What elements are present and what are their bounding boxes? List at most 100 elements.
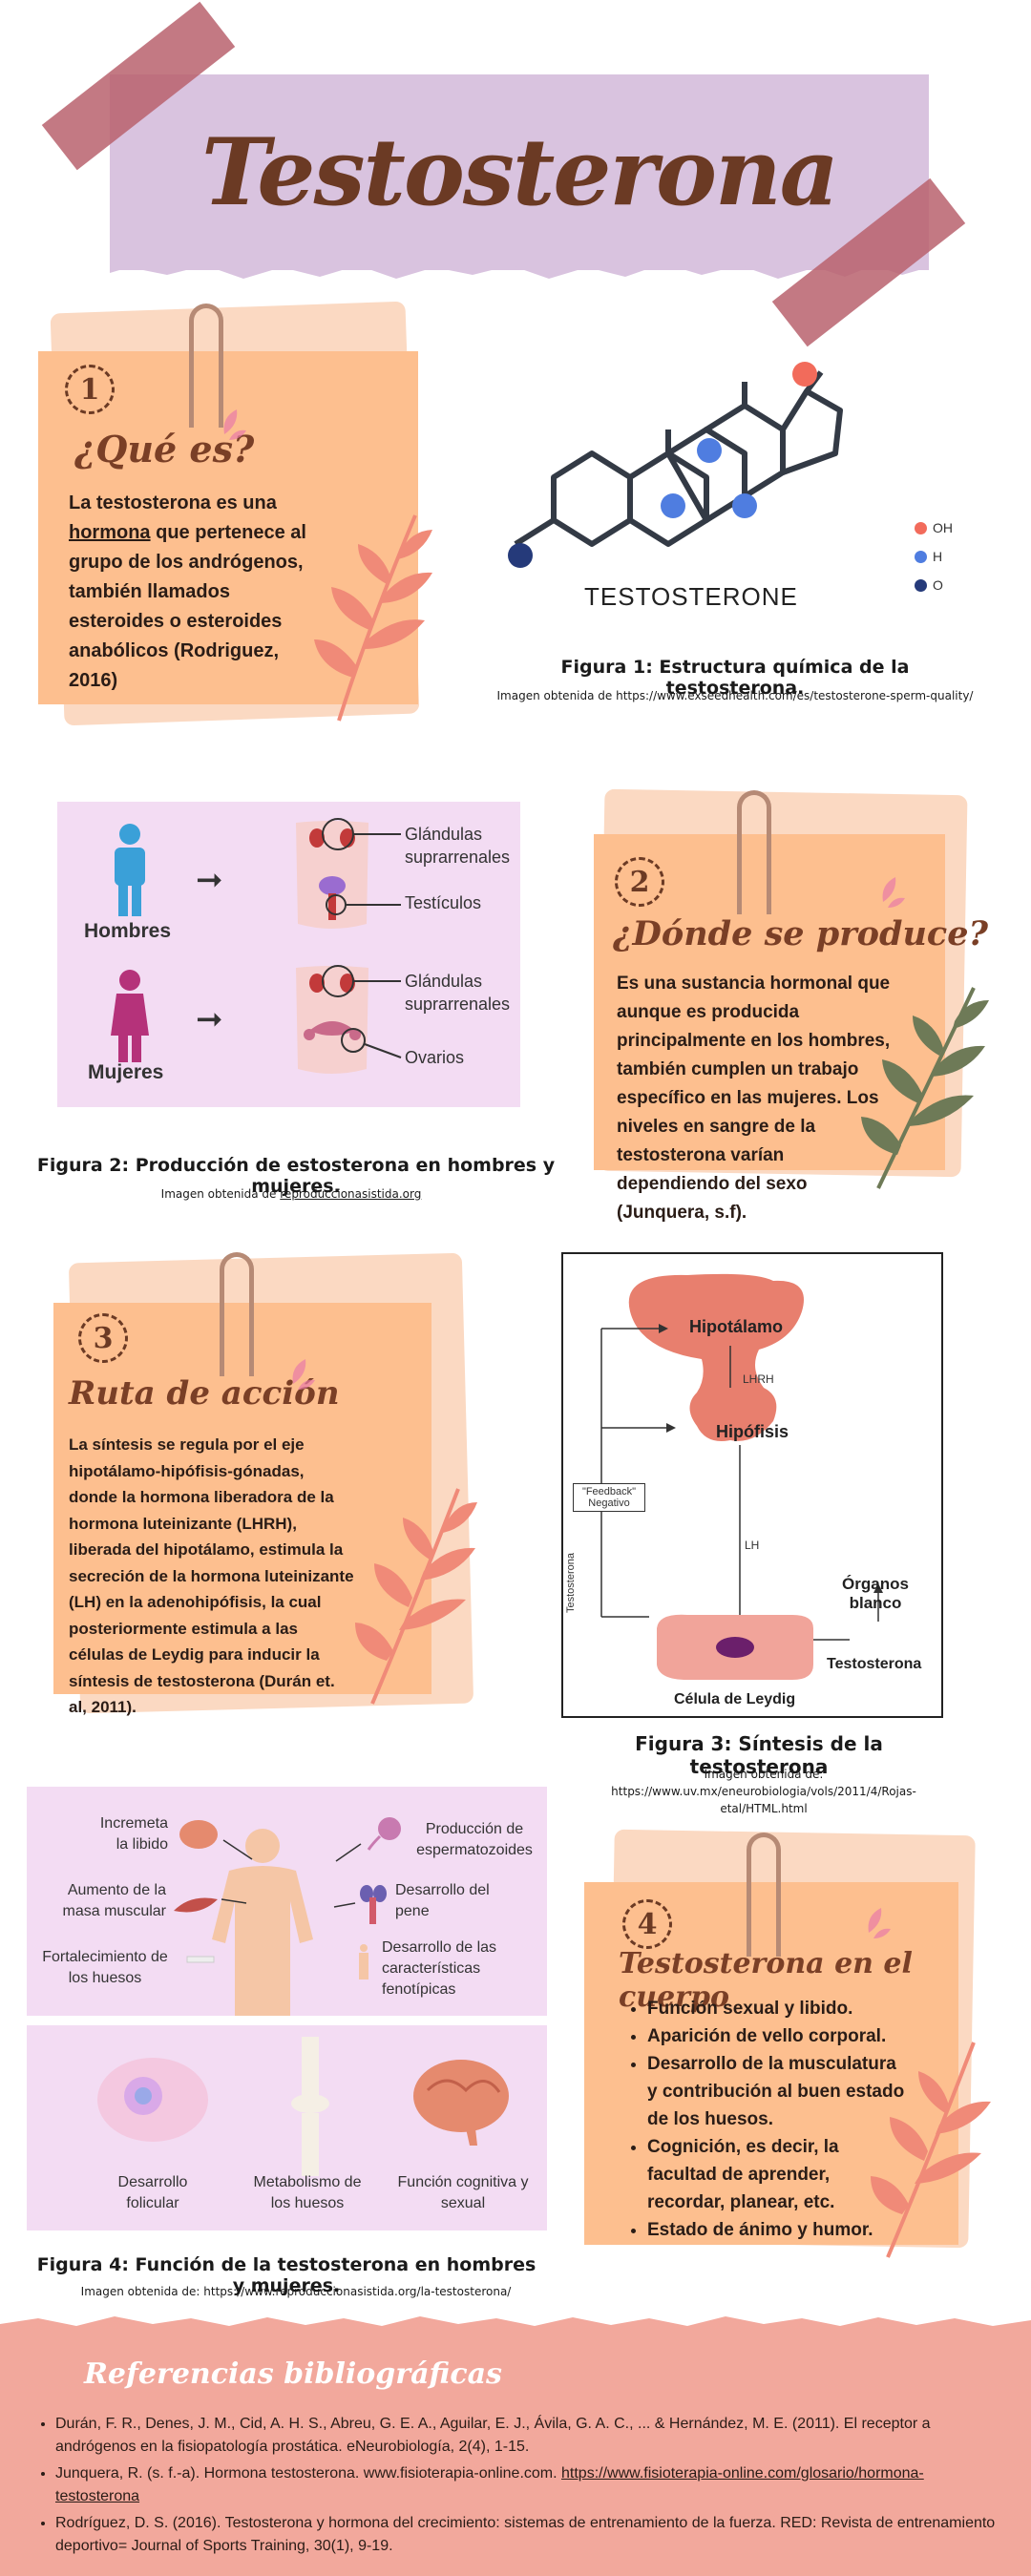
figure2-source-pre: Imagen obtenida de [160, 1187, 277, 1201]
references-heading: Referencias bibliográficas [84, 2357, 502, 2391]
hormona-link[interactable]: hormona [69, 522, 151, 543]
hydroxyl-group-icon [792, 362, 817, 387]
title-banner [110, 74, 929, 270]
section1-number: 1 [65, 365, 115, 414]
testosterone-molecule-diagram [508, 362, 843, 568]
reference-item: Durán, F. R., Denes, J. M., Cid, A. H. S… [55, 2413, 999, 2459]
lh-label: LH [745, 1539, 760, 1552]
section2-body: Es una sustancia hormonal que aunque es … [617, 974, 891, 1223]
list-item: Estado de ánimo y humor. [647, 2216, 907, 2244]
body-figure-icon [359, 1944, 368, 1979]
arrow-icons [221, 1839, 362, 1908]
hypothalamus-pituitary-diagram [600, 1273, 883, 1680]
testosterone-vertical-label: Testosterona [565, 1553, 577, 1613]
list-item: Desarrollo de la musculatura y contribuc… [647, 2050, 907, 2133]
paper-clip-icon [220, 1252, 254, 1376]
hydrogen-atom-icon [732, 493, 757, 518]
fern-leaf-icon [355, 1488, 477, 1705]
men-label: Hombres [84, 920, 172, 942]
legend-o-dot [915, 578, 927, 592]
women-gland2-label: Ovarios [405, 1048, 465, 1067]
man-icon [115, 824, 145, 916]
molecule-label: TESTOSTERONE [584, 582, 798, 611]
figure3-caption: Figura 3: Síntesis de la testosterona [635, 1732, 883, 1778]
figure3-source: Imagen obtenida de: https://www.uv.mx/en… [611, 1768, 916, 1815]
molecule-legend: OH H O [915, 520, 953, 593]
section2-number: 2 [615, 857, 664, 907]
libido-label: Incremeta la libido [99, 1815, 168, 1853]
women-label: Mujeres [88, 1061, 164, 1083]
figure2-source-link[interactable]: reproduccionasistida.org [280, 1187, 422, 1201]
figure4-source: Imagen obtenida de: https://www.reproduc… [80, 2285, 512, 2298]
section4-heading: Testosterona en el cuerpo [619, 1947, 913, 2014]
section1-body-pre: La testosterona es una [69, 492, 277, 513]
figure1-source: Imagen obtenida de https://www.exseedhea… [496, 689, 974, 702]
section1-body: La testosterona es una hormona que perte… [69, 489, 328, 696]
green-leaf-icon [861, 987, 989, 1189]
brain-illustration [413, 2060, 509, 2146]
legend-o-label: O [933, 577, 943, 593]
section1-body-post: que pertenece al grupo de los andrógenos… [69, 522, 306, 691]
legend-h-label: H [933, 549, 943, 564]
reference-junquera-link[interactable]: https://www.fisioterapia-online.com/glos… [55, 2465, 924, 2504]
female-anatomy-illustration [296, 966, 368, 1074]
bones-strength-label: Fortalecimiento de los huesos [42, 1949, 168, 1986]
bone-metabolism-label: Metabolismo de los huesos [253, 2174, 362, 2211]
muscle-icon [174, 1897, 218, 1913]
lhrh-label: LHRH [743, 1372, 774, 1386]
section4-number: 4 [622, 1899, 672, 1949]
section3-number: 3 [78, 1313, 128, 1363]
brain-icon [179, 1820, 218, 1849]
leaf-icon [882, 877, 905, 908]
paper-clip-icon [189, 304, 223, 428]
woman-icon [111, 970, 149, 1062]
women-gland1-label: Glándulas suprarrenales [405, 972, 511, 1014]
section1-heading: ¿Qué es? [74, 428, 255, 471]
page-title: Testosterona [201, 118, 839, 226]
sperm-icon [367, 1817, 401, 1851]
section2-heading: ¿Dónde se produce? [613, 914, 988, 953]
paper-clip-icon [737, 790, 771, 914]
penis-label: Desarrollo del pene [395, 1882, 490, 1919]
follicular-label: Desarrollo folicular [117, 2174, 188, 2211]
section4-bullet-list: Función sexual y libido. Aparición de ve… [621, 1995, 907, 2244]
leaf-icon [868, 1908, 891, 1938]
torn-paper-edge [0, 2316, 1031, 2334]
fern-leaf-icon [314, 514, 432, 722]
leydig-cell-label: Célula de Leydig [674, 1691, 796, 1707]
arrow-right-icon: ➞ [196, 862, 223, 898]
figure1-caption: Figura 1: Estructura química de la testo… [560, 657, 910, 699]
bone-icon [186, 1956, 215, 1963]
torn-paper-edge [110, 256, 929, 279]
list-item: Cognición, es decir, la facultad de apre… [647, 2133, 907, 2216]
phenotype-label: Desarrollo de las características fenotí… [382, 1939, 497, 1998]
references-band [0, 2329, 1031, 2576]
bone-joint-illustration [291, 2037, 329, 2176]
hydrogen-atom-icon [661, 493, 685, 518]
references-list: Durán, F. R., Denes, J. M., Cid, A. H. S… [34, 2413, 999, 2558]
callout-lines [322, 818, 402, 1058]
human-body-illustration [212, 1829, 313, 2016]
arrow-right-icon: ➞ [196, 1001, 223, 1037]
figure2-source: Imagen obtenida de reproduccionasistida.… [76, 1187, 506, 1201]
legend-oh-dot [915, 521, 927, 534]
target-organs-label: Órganos blanco [842, 1575, 909, 1612]
hypophysis-label: Hipófisis [716, 1422, 789, 1441]
legend-h-dot [915, 550, 927, 563]
reference-junquera-text: Junquera, R. (s. f.-a). Hormona testoste… [55, 2465, 558, 2482]
leaf-icon [292, 1359, 315, 1390]
reference-item: Junquera, R. (s. f.-a). Hormona testoste… [55, 2462, 999, 2508]
legend-oh-label: OH [933, 520, 953, 535]
feedback-label: "Feedback" Negativo [573, 1483, 645, 1512]
reproductive-organ-icon [360, 1885, 387, 1924]
reference-item: Rodríguez, D. S. (2016). Testosterona y … [55, 2512, 999, 2558]
list-item: Función sexual y libido. [647, 1995, 907, 2022]
sperm-label: Producción de espermatozoides [416, 1821, 533, 1858]
men-gland1-label: Glándulas suprarrenales [405, 825, 511, 867]
follicle-illustration [97, 2058, 208, 2142]
cognitive-label: Función cognitiva y sexual [397, 2174, 529, 2211]
hydrogen-atom-icon [697, 438, 722, 463]
fern-leaf-icon [871, 2042, 991, 2258]
leaf-icon [223, 409, 246, 440]
section3-body: La síntesis se regula por el eje hipotál… [69, 1435, 354, 1716]
